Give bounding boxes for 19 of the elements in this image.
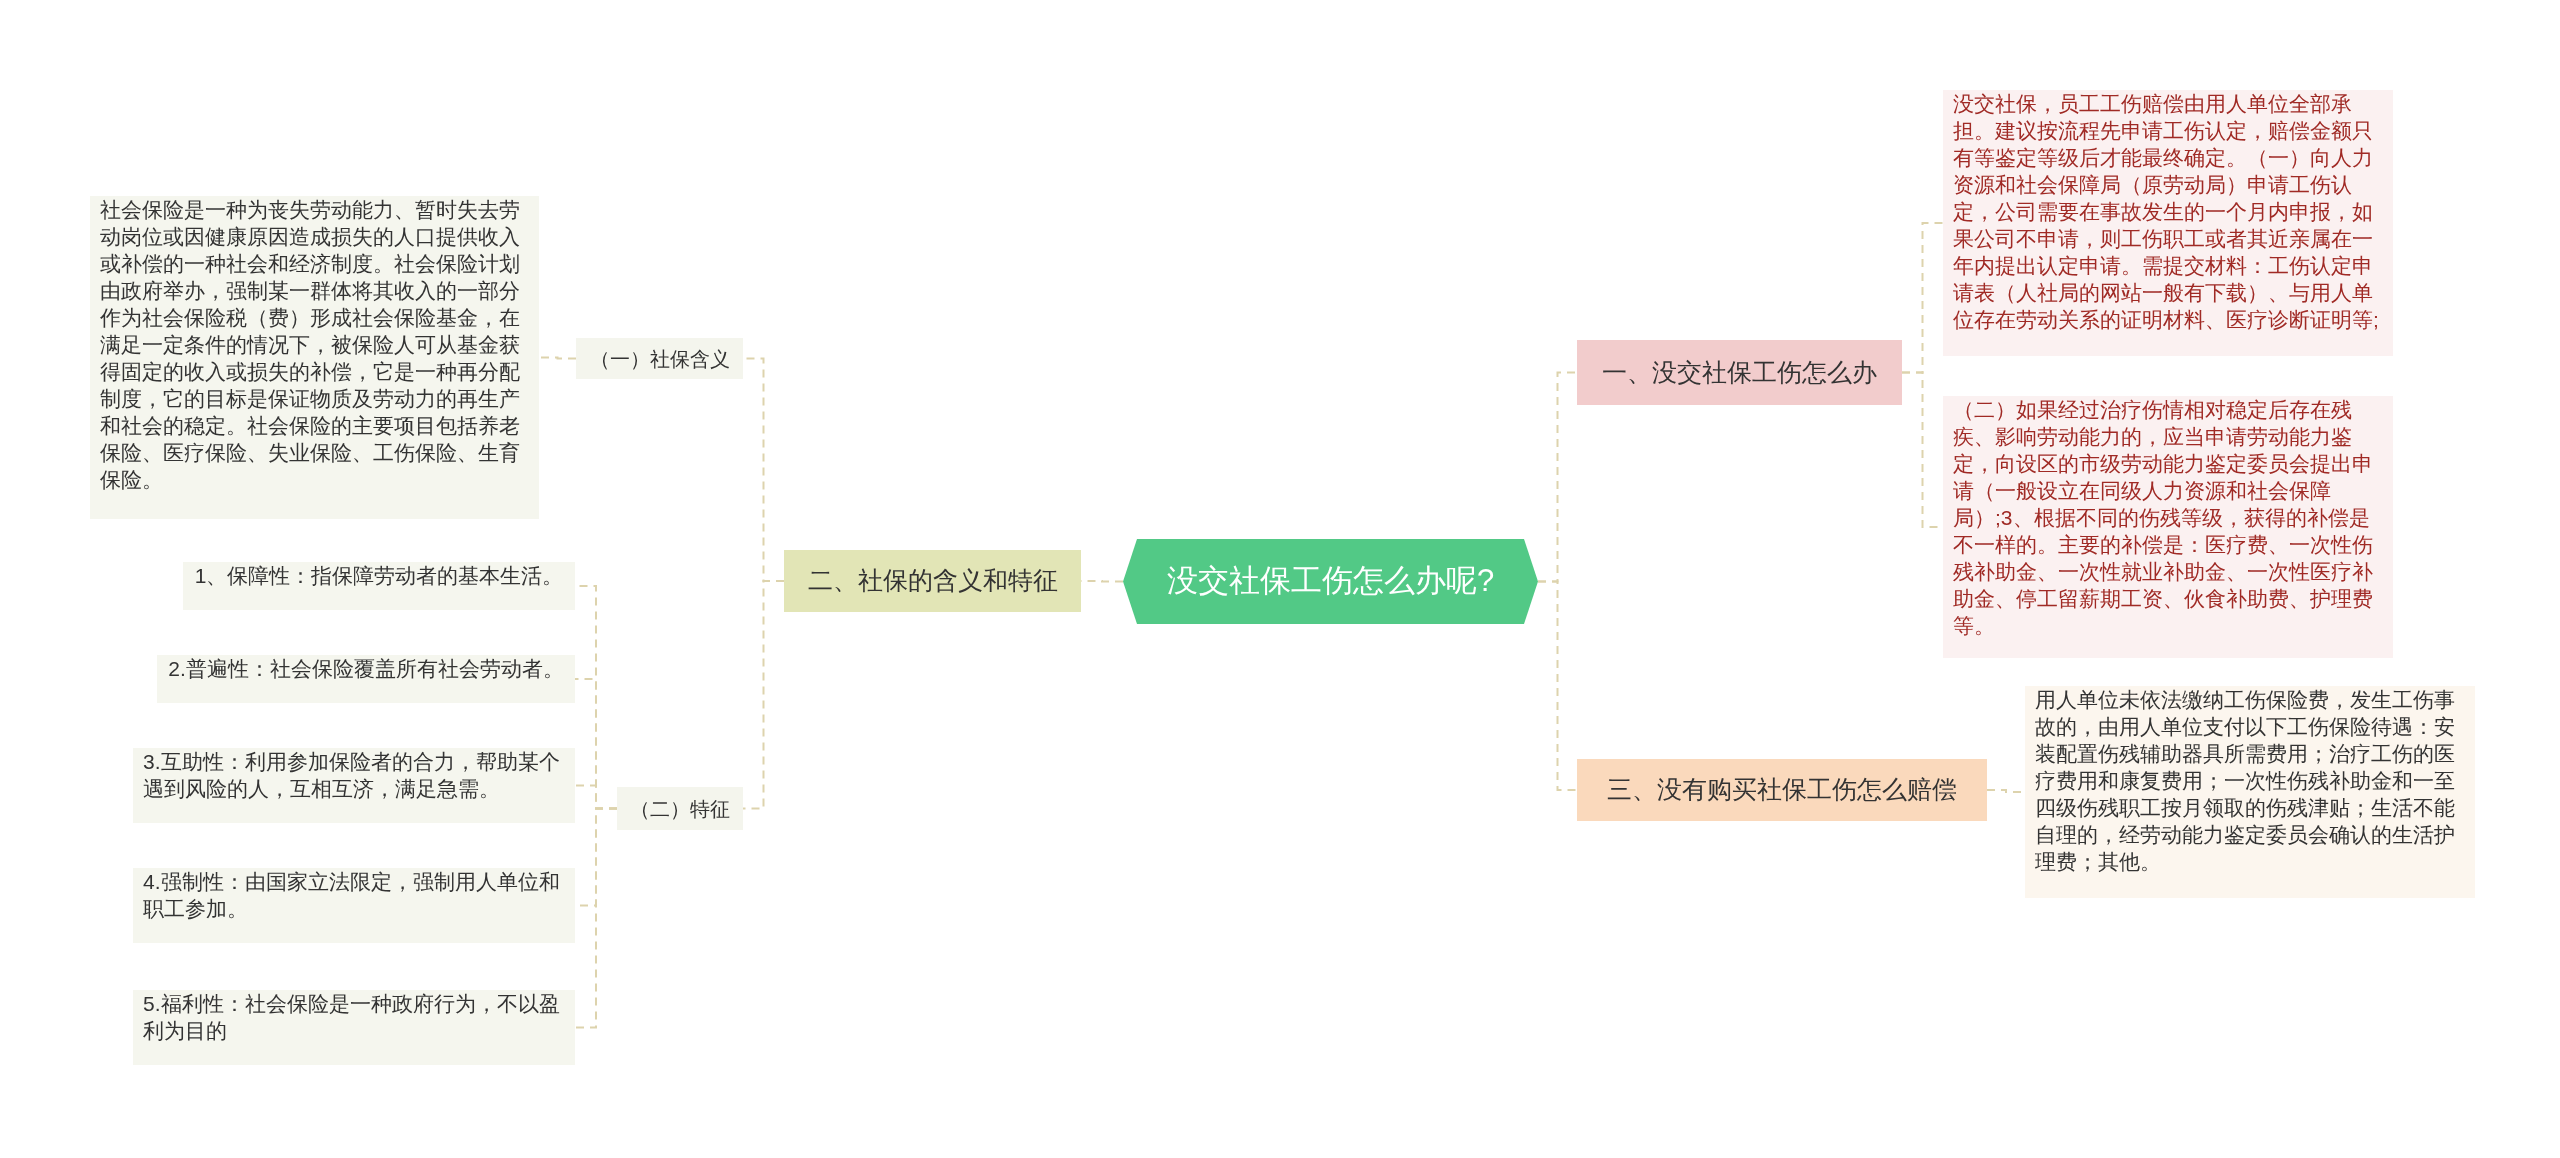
text-note: 用人单位未依法缴纳工伤保险费，发生工伤事故的，由用人单位支付以下工伤保险待遇：安装配置伤残辅助器具所需费用；治疗工伤的医疗费用和康复费用；一次性伤残补助金和一至四级伤残职工按月领取的伤残津贴；生活不能自理的，经劳动能力鉴定委员会确认的生活护理费；其他。: [2025, 686, 2475, 898]
connector-line: [742, 580, 785, 810]
text-note: 没交社保，员工工伤赔偿由用人单位全部承担。建议按流程先申请工伤认定，赔偿金额只有等鉴定等级后才能最终确定。（一）向人力资源和社会保障局（原劳动局）申请工伤认定，公司需要在事故发生的一个月内申报，如果公司不申请，则工伤职工或者其近亲属在一年内提出认定申请。需提交材料：工伤认定申请表（人社局的网站一般有下载）、与用人单位存在劳动关系的证明材料、医疗诊断证明等;: [1943, 90, 2393, 356]
connector-line: [1537, 580, 1578, 791]
subtopic: （二）特征: [617, 787, 743, 830]
central-topic-hexagon: 没交社保工伤怎么办呢?: [1123, 539, 1538, 624]
connector-line: [538, 356, 577, 360]
text-note: 4.强制性：由国家立法限定，强制用人单位和职工参加。: [133, 868, 575, 943]
branch-topic: 一、没交社保工伤怎么办: [1577, 340, 1902, 405]
connector-line: [574, 807, 618, 1029]
text-note: 5.福利性：社会保险是一种政府行为，不以盈利为目的: [133, 990, 575, 1065]
text-note: （二）如果经过治疗伤情相对稳定后存在残疾、影响劳动能力的，应当申请劳动能力鉴定，向设区的市级劳动能力鉴定委员会提出申请（一般设立在同级人力资源和社会保障局）;3、根据不同的伤残等级，获得的补偿是不一样的。主要的补偿是：医疗费、一次性伤残补助金、一次性就业补助金、一次性医疗补助金、停工留薪期工资、伙食补助费、护理费等。: [1943, 396, 2393, 658]
subtopic: （一）社保含义: [576, 338, 743, 379]
text-note: 3.互助性：利用参加保险者的合力，帮助某个遇到风险的人，互相互济，满足急需。: [133, 748, 575, 823]
text-note: 1、保障性：指保障劳动者的基本生活。: [183, 562, 575, 610]
branch-topic: 二、社保的含义和特征: [784, 550, 1081, 612]
text-note: 2.普遍性：社会保险覆盖所有社会劳动者。: [157, 655, 575, 703]
branch-topic: 三、没有购买社保工伤怎么赔偿: [1577, 759, 1987, 821]
text-note: 社会保险是一种为丧失劳动能力、暂时失去劳动岗位或因健康原因造成损失的人口提供收入或补偿的一种社会和经济制度。社会保险计划由政府举办，强制某一群体将其收入的一部分作为社会保险税（费）形成社会保险基金，在满足一定条件的情况下，被保险人可从基金获得固定的收入或损失的补偿，它是一种再分配制度，它的目标是保证物质及劳动力的再生产和社会的稳定。社会保险的主要项目包括养老保险、医疗保险、失业保险、工伤保险、生育保险。: [90, 196, 539, 519]
